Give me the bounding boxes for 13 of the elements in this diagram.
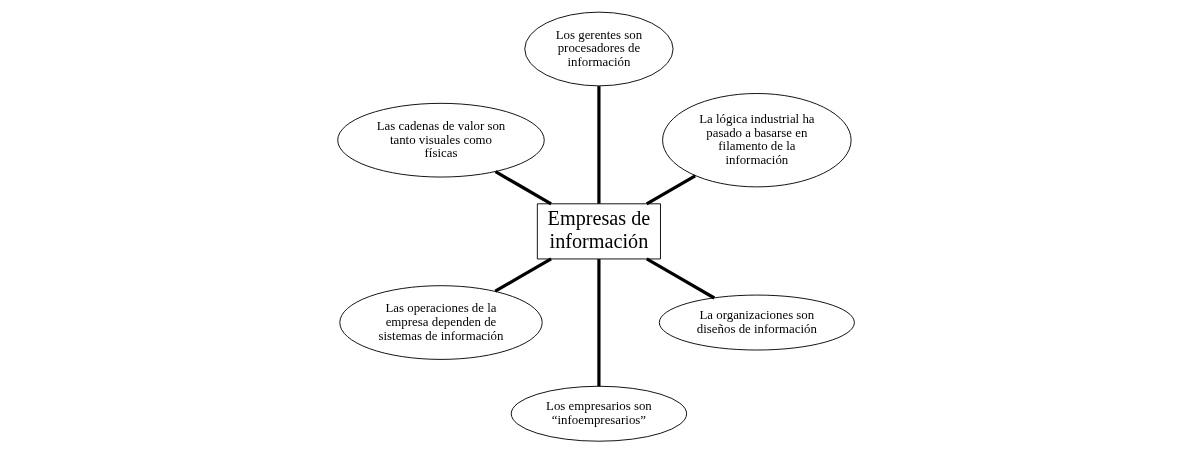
connector: [597, 259, 601, 387]
connector: [645, 174, 696, 206]
node-ellipse: Los gerentes son procesadores de información: [524, 11, 674, 87]
connector: [494, 257, 552, 293]
connector: [645, 257, 716, 300]
node-ellipse: Las operaciones de la empresa dependen de sistemas de información: [339, 285, 543, 360]
connector: [597, 86, 601, 204]
node-ellipse: La lógica industrial ha pasado a basarse en filamento de la información: [662, 93, 852, 188]
node-ellipse: La organizaciones son diseños de información: [658, 294, 855, 351]
node-ellipse: Los empresarios son “infoempresarios”: [510, 385, 688, 442]
connector: [494, 170, 552, 206]
node-box: Empresas de información: [536, 203, 661, 260]
node-ellipse: Las cadenas de valor son tanto visuales como físicas: [337, 102, 545, 178]
